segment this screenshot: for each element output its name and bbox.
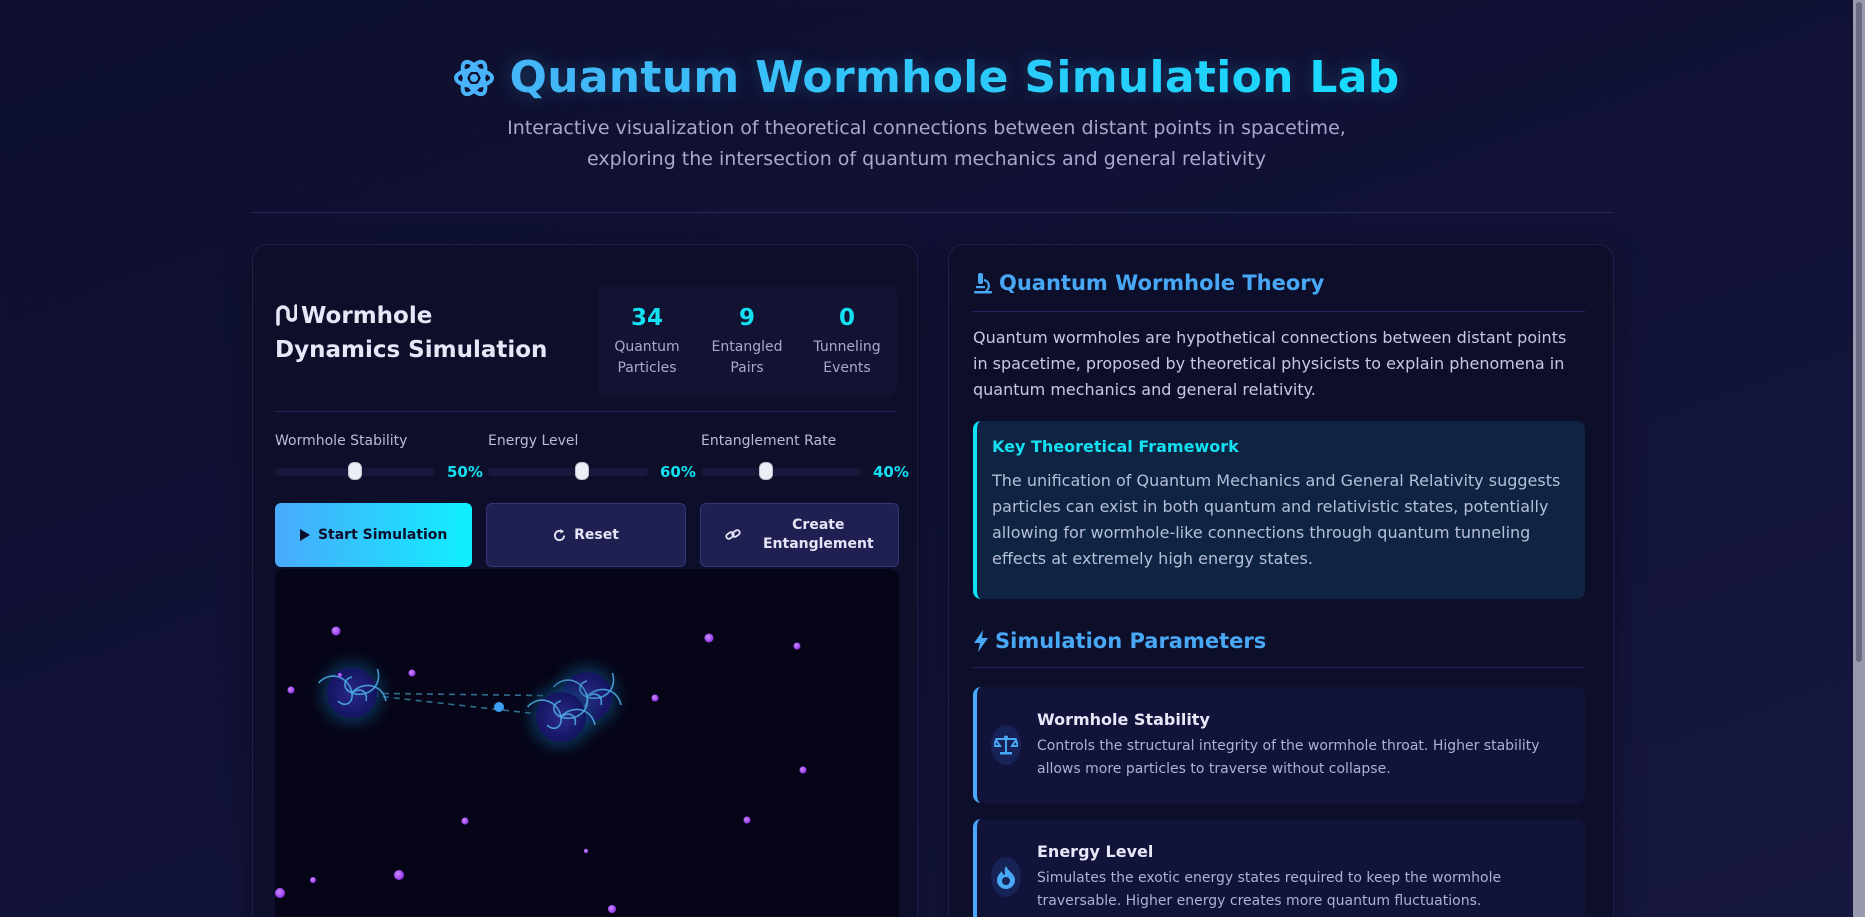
control-value: 40% — [873, 463, 909, 481]
framework-text: The unification of Quantum Mechanics and… — [992, 471, 1561, 568]
stat-value: 0 — [838, 305, 855, 331]
divider — [973, 311, 1585, 312]
refresh-icon — [554, 528, 566, 541]
wormhole-mouth-c — [518, 674, 604, 760]
control-energy-level: Energy Level 60% — [488, 433, 701, 481]
parameter-card-energy: Energy Level Simulates the exotic energy… — [973, 819, 1585, 917]
subtitle-line-2: exploring the intersection of quantum me… — [587, 148, 1266, 170]
wormhole-icon — [276, 304, 298, 326]
simulation-canvas[interactable] — [275, 569, 899, 917]
page-subtitle: Interactive visualization of theoretical… — [0, 113, 1853, 175]
energy-slider[interactable] — [488, 462, 648, 480]
slider-thumb[interactable] — [575, 462, 589, 480]
balance-scale-icon — [991, 725, 1021, 765]
controls: Wormhole Stability 50% Energy Level 60% … — [275, 433, 915, 481]
theory-title: Quantum Wormhole Theory — [999, 271, 1325, 295]
page-scrollbar[interactable] — [1853, 0, 1865, 917]
scrollbar-thumb[interactable] — [1856, 2, 1862, 662]
parameters-title: Simulation Parameters — [995, 629, 1267, 653]
wormhole-mouth-a — [309, 650, 395, 736]
wormhole-visualization — [275, 626, 807, 913]
tunneling-particle — [494, 702, 504, 712]
control-value: 60% — [660, 463, 696, 481]
simulation-title-text: Wormhole Dynamics Simulation — [275, 303, 548, 363]
atom-icon — [454, 59, 495, 96]
simulation-title: Wormhole Dynamics Simulation — [275, 299, 565, 367]
parameter-description: Simulates the exotic energy states requi… — [1037, 869, 1502, 909]
parameters-heading: Simulation Parameters — [973, 629, 1266, 653]
framework-title: Key Theoretical Framework — [992, 437, 1239, 456]
quantum-particles — [275, 626, 807, 913]
slider-thumb[interactable] — [348, 462, 362, 480]
reset-button[interactable]: Reset — [486, 503, 686, 567]
parameter-title: Wormhole Stability — [1037, 709, 1210, 729]
control-wormhole-stability: Wormhole Stability 50% — [275, 433, 488, 481]
control-label: Wormhole Stability — [275, 433, 408, 449]
play-icon — [299, 529, 310, 541]
page-title: Quantum Wormhole Simulation Lab — [453, 52, 1399, 103]
button-label: Reset — [574, 526, 619, 543]
control-label: Energy Level — [488, 433, 579, 449]
parameter-card-stability: Wormhole Stability Controls the structur… — [973, 687, 1585, 803]
control-entanglement-rate: Entanglement Rate 40% — [701, 433, 914, 481]
slider-thumb[interactable] — [759, 462, 773, 480]
page-header: Quantum Wormhole Simulation Lab Interact… — [0, 0, 1853, 175]
subtitle-line-1: Interactive visualization of theoretical… — [507, 117, 1346, 139]
button-label: Start Simulation — [317, 526, 448, 543]
microscope-icon — [974, 273, 992, 294]
parameter-title: Energy Level — [1037, 841, 1154, 861]
parameter-description: Controls the structural integrity of the… — [1037, 737, 1540, 777]
stat-value: 9 — [738, 305, 755, 331]
theory-heading: Quantum Wormhole Theory — [973, 271, 1324, 295]
start-simulation-button[interactable]: Start Simulation — [275, 503, 473, 567]
stat-value: 34 — [630, 305, 663, 331]
stability-slider[interactable] — [275, 462, 435, 480]
theory-description: Quantum wormholes are hypothetical conne… — [973, 328, 1567, 399]
theory-panel: Quantum Wormhole Theory Quantum wormhole… — [948, 244, 1614, 917]
bolt-icon — [974, 630, 988, 652]
entanglement-slider[interactable] — [701, 462, 861, 480]
divider — [973, 667, 1585, 668]
fire-icon — [991, 857, 1021, 897]
title-text: Quantum Wormhole Simulation Lab — [509, 52, 1400, 103]
framework-callout: Key Theoretical Framework The unificatio… — [973, 421, 1585, 599]
control-value: 50% — [447, 463, 483, 481]
control-label: Entanglement Rate — [701, 433, 837, 449]
header-divider — [252, 212, 1614, 213]
divider — [275, 411, 897, 412]
link-icon — [725, 529, 741, 540]
